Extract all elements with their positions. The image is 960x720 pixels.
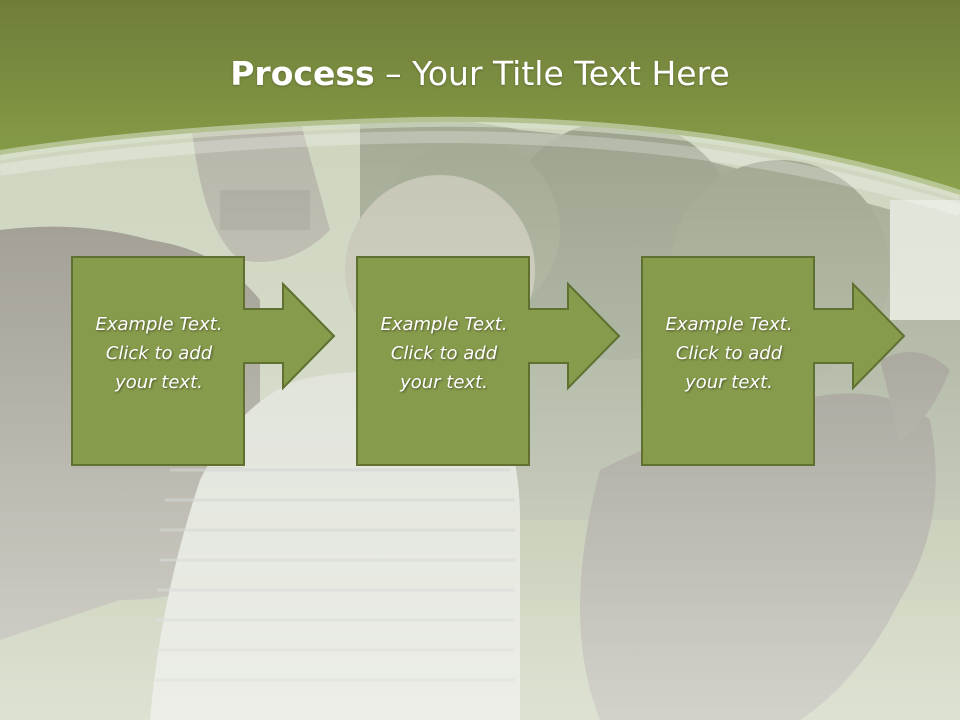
- step-arrow-shape: [641, 256, 906, 466]
- step-text-line: your text.: [400, 372, 488, 393]
- step-text[interactable]: Example Text. Click to add your text.: [647, 310, 811, 397]
- step-arrow-shape: [71, 256, 336, 468]
- title-bold: Process: [230, 54, 375, 93]
- process-step-3[interactable]: Example Text. Click to add your text.: [641, 256, 960, 468]
- step-text-line: Click to add: [390, 343, 498, 364]
- process-step-1[interactable]: Example Text. Click to add your text.: [71, 256, 416, 468]
- step-text-line: Click to add: [105, 343, 213, 364]
- step-text[interactable]: Example Text. Click to add your text.: [362, 310, 526, 397]
- step-text-line: Example Text.: [95, 314, 223, 335]
- slide-title[interactable]: Process – Your Title Text Here: [0, 52, 960, 96]
- title-rest: – Your Title Text Here: [374, 54, 730, 93]
- step-text-line: Example Text.: [665, 314, 793, 335]
- step-text-line: Example Text.: [380, 314, 508, 335]
- step-text-line: Click to add: [675, 343, 783, 364]
- process-step-2[interactable]: Example Text. Click to add your text.: [356, 256, 701, 468]
- step-arrow-shape: [356, 256, 621, 466]
- step-text-line: your text.: [685, 372, 773, 393]
- step-text-line: your text.: [115, 372, 203, 393]
- step-text[interactable]: Example Text. Click to add your text.: [77, 310, 241, 397]
